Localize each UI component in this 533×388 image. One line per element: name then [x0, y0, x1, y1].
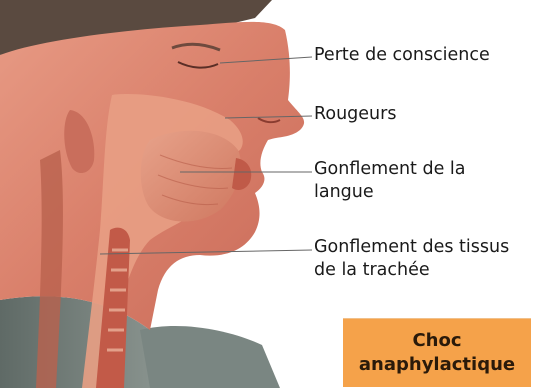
label-line: langue — [314, 181, 466, 204]
label-line: Gonflement de la — [314, 158, 466, 181]
label-gonflement-trachee: Gonflement des tissus de la trachée — [314, 236, 509, 282]
title-box: Choc anaphylactique — [343, 318, 531, 387]
shirt-right — [140, 326, 280, 388]
label-gonflement-langue: Gonflement de la langue — [314, 158, 466, 204]
label-line: Gonflement des tissus — [314, 236, 509, 259]
label-rougeurs: Rougeurs — [314, 103, 396, 126]
title-line-2: anaphylactique — [359, 353, 515, 377]
label-line: Rougeurs — [314, 103, 396, 126]
label-line: de la trachée — [314, 259, 509, 282]
label-line: Perte de conscience — [314, 44, 490, 67]
label-perte-de-conscience: Perte de conscience — [314, 44, 490, 67]
title-line-1: Choc — [412, 329, 461, 353]
